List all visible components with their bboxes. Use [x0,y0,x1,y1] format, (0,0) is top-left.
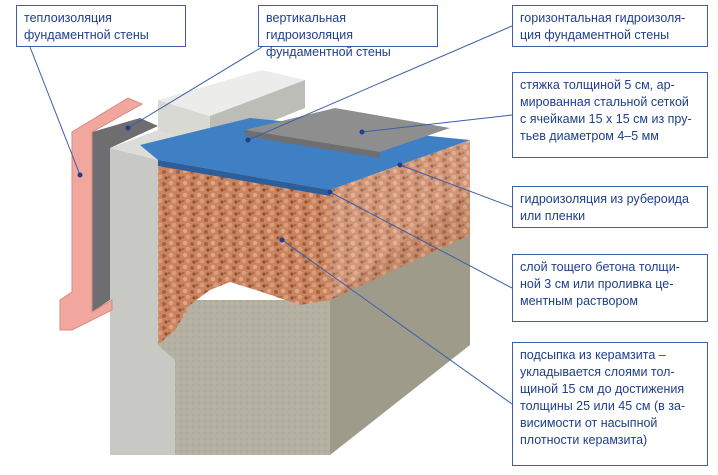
label-vertical-waterproofing: вертикальная гидроизоляция фундаментной … [258,5,438,59]
foundation-wall-front [95,148,175,455]
expanded-clay-side [330,140,470,300]
label-horizontal-waterproofing: горизонтальная гидроизоля- ция фундамент… [512,5,708,47]
soil-side [330,190,470,455]
expanded-clay-front [158,160,330,345]
screed-slab-edge [245,130,380,158]
label-screed: стяжка толщиной 5 см, ар- мированная ста… [512,72,708,158]
soil-front [158,300,330,455]
label-thermal-insulation: теплоизоляция фундаментной стены [16,5,186,47]
thermal-insulation [59,97,144,331]
label-roofing-felt: гидроизоляция из рубероида или пленки [512,186,708,228]
leader-lines [29,25,513,405]
wall-beam-top [158,70,305,116]
leader-dots [77,125,403,243]
vertical-waterproofing [92,118,158,312]
blue-membrane-edge [158,160,330,196]
label-lean-concrete: слой тощего бетона толщи- ной 3 см или п… [512,254,708,322]
label-expanded-clay-fill: подсыпка из керамзита – укладывается сло… [512,342,708,466]
